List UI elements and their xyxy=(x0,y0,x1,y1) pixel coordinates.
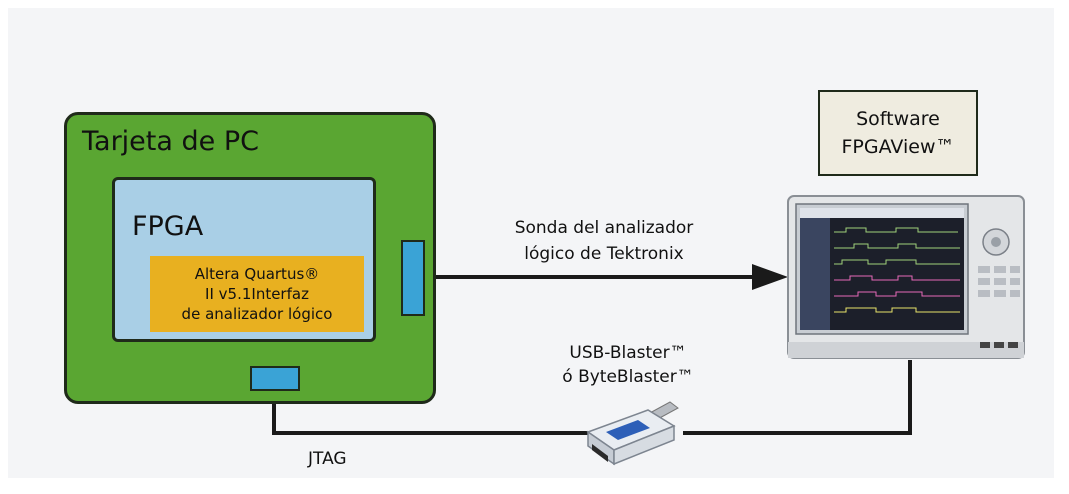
probe-label-line-2: lógico de Tektronix xyxy=(524,244,684,264)
probe-connector xyxy=(401,240,425,316)
jtag-cable xyxy=(272,391,592,435)
usb-blaster-device-icon xyxy=(586,401,679,466)
software-line-2: FPGAView™ xyxy=(841,136,955,158)
arrow-right-icon xyxy=(752,264,788,290)
pc-board-label: Tarjeta de PC xyxy=(82,126,259,157)
probe-label: Sonda del analizador lógico de Tektronix xyxy=(484,215,724,267)
probe-label-line-1: Sonda del analizador xyxy=(514,218,694,238)
usb-blaster-label: USB-Blaster™ ó ByteBlaster™ xyxy=(548,341,708,389)
jtag-connector xyxy=(250,366,300,391)
jtag-label: JTAG xyxy=(308,449,347,469)
altera-line-2: II v5.1Interfaz xyxy=(205,285,309,303)
software-box: Software FPGAView™ xyxy=(818,90,978,176)
fpga-label: FPGA xyxy=(132,211,204,242)
usb-cable xyxy=(683,360,912,435)
software-line-1: Software xyxy=(856,108,940,130)
altera-interface-box: Altera Quartus® II v5.1Interfaz de anali… xyxy=(150,256,364,332)
usb-label-line-2: ó ByteBlaster™ xyxy=(562,367,694,387)
usb-label-line-1: USB-Blaster™ xyxy=(569,343,687,363)
altera-line-1: Altera Quartus® xyxy=(194,265,320,283)
logic-analyzer-instrument-icon xyxy=(787,195,1025,359)
altera-line-3: de analizador lógico xyxy=(181,305,333,323)
